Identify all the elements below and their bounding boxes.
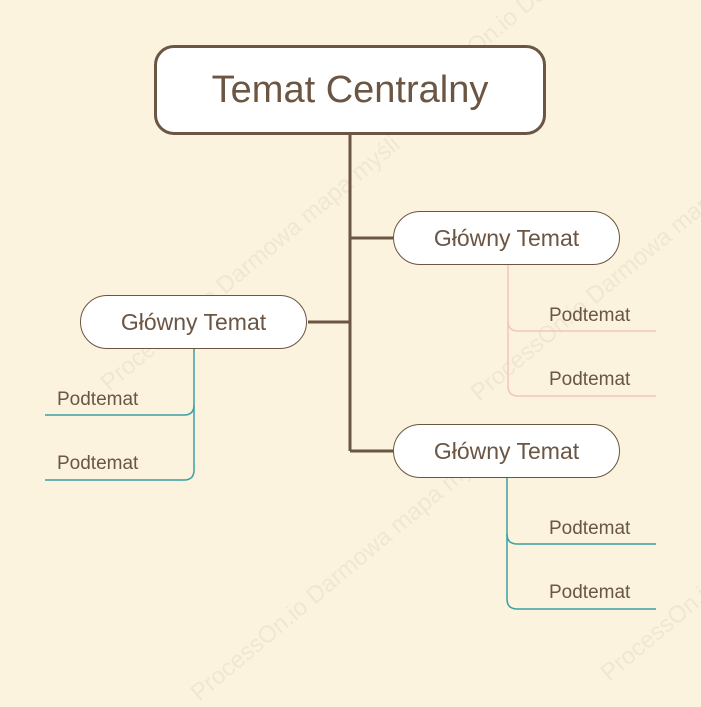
- subtopic-right-top-2[interactable]: Podtemat: [549, 369, 631, 390]
- main-topic-right-top[interactable]: Główny Temat: [393, 211, 620, 265]
- main-topic-left[interactable]: Główny Temat: [80, 295, 307, 349]
- subtopic-right-bottom-1[interactable]: Podtemat: [549, 518, 631, 539]
- main-topic-label: Główny Temat: [120, 308, 267, 335]
- main-topic-label: Główny Temat: [433, 437, 580, 464]
- subtopic-connector: [45, 405, 195, 481]
- main-topic-right-bottom[interactable]: Główny Temat: [393, 424, 620, 478]
- subtopic-right-top-1[interactable]: Podtemat: [549, 305, 631, 326]
- central-topic[interactable]: Temat Centralny: [154, 45, 546, 135]
- subtopic-right-bottom-2[interactable]: Podtemat: [549, 582, 631, 603]
- mind-map-canvas: ProcessOn.io Darmowa mapa myśli ProcessO…: [45, 0, 701, 707]
- main-topic-label: Główny Temat: [433, 224, 580, 251]
- subtopic-connector: [506, 534, 656, 610]
- subtopic-left-2[interactable]: Podtemat: [57, 453, 139, 474]
- connector-lines: [45, 135, 656, 610]
- central-topic-label: Temat Centralny: [211, 68, 489, 111]
- subtopic-left-1[interactable]: Podtemat: [57, 389, 139, 410]
- subtopic-connector: [507, 321, 656, 397]
